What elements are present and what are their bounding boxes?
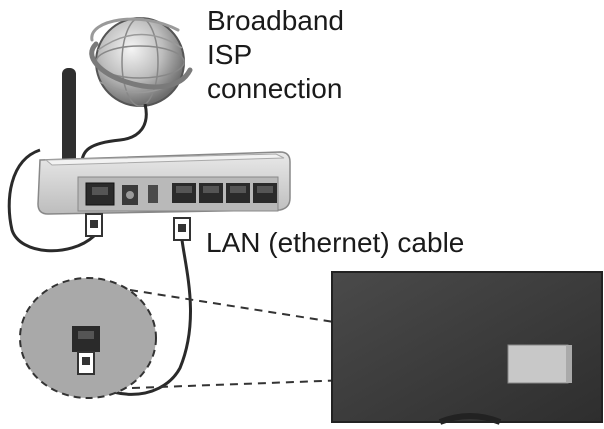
lan-cable-label: LAN (ethernet) cable [206, 227, 465, 258]
isp-label-line-1: Broadband [207, 5, 345, 36]
router-icon [37, 151, 291, 215]
isp-label-line-2: ISP [207, 39, 253, 70]
power-switch [148, 185, 158, 203]
ethernet-plug-icon [173, 217, 191, 241]
isp-cable [80, 103, 148, 169]
zoom-circle [19, 277, 157, 399]
wan-loop-cable [7, 148, 96, 253]
isp-connection-label: Broadband ISP connection [207, 4, 344, 106]
lan-ports [172, 183, 277, 203]
globe-icon [89, 17, 193, 107]
tv-icon [331, 271, 603, 425]
zoom-line-bottom [131, 373, 513, 389]
tv-port-area [507, 344, 569, 384]
isp-label-line-3: connection [207, 73, 343, 104]
ethernet-plug-icon [85, 213, 103, 237]
